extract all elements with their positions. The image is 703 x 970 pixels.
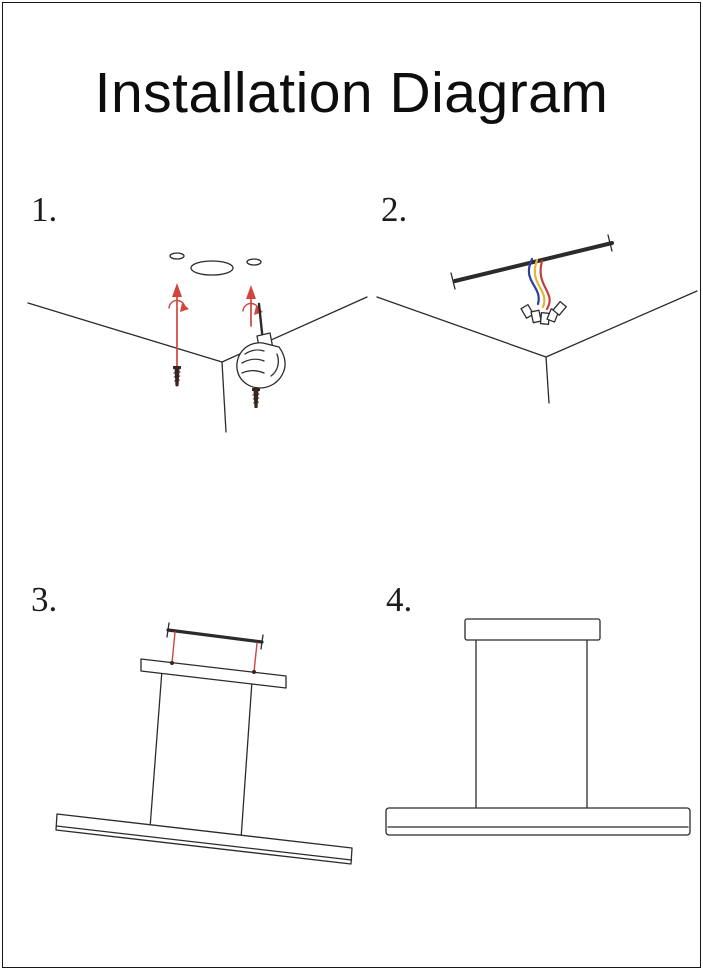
page-title: Installation Diagram — [94, 61, 609, 125]
step-2-illustration-wiring — [376, 234, 698, 404]
fixture-canopy — [140, 658, 287, 689]
screw-hole-left — [169, 252, 185, 260]
step-4-label: 4. — [386, 580, 413, 619]
power-wires — [527, 257, 551, 311]
step-1-section: 1. — [25, 190, 370, 470]
step-1-illustration-drilling — [27, 252, 368, 433]
wire-attach-point-right — [252, 670, 256, 674]
mounting-bar — [166, 622, 264, 650]
fixture-vertical-panel — [149, 669, 253, 840]
wire-attach-point-left — [170, 661, 174, 665]
screw-hole-right — [246, 258, 262, 266]
step-1-label: 1. — [31, 190, 58, 229]
ceiling-corner-lines — [376, 290, 698, 404]
step-2-section: 2. — [375, 190, 700, 420]
step-3-section: 3. — [25, 580, 370, 890]
fixture-vertical-panel — [475, 638, 588, 810]
fixture-canopy — [464, 618, 601, 641]
step-2-label: 2. — [381, 190, 408, 229]
fixture-bottom-bar — [55, 813, 353, 865]
hand-screwdriver-icon — [236, 302, 286, 389]
suspension-wires — [171, 631, 258, 673]
anchor-screw-right — [251, 387, 261, 409]
step-3-label: 3. — [31, 580, 58, 619]
step-4-section: 4. — [380, 580, 700, 890]
ceiling-corner-lines — [27, 296, 368, 433]
center-mount-hole — [190, 260, 234, 276]
wire-connectors — [520, 300, 567, 325]
step-4-illustration-finished — [385, 618, 691, 836]
step-3-illustration-hanging — [55, 622, 353, 865]
anchor-screw-left — [172, 365, 182, 387]
fixture-bottom-bar — [385, 807, 691, 836]
mounting-bar — [450, 234, 614, 290]
